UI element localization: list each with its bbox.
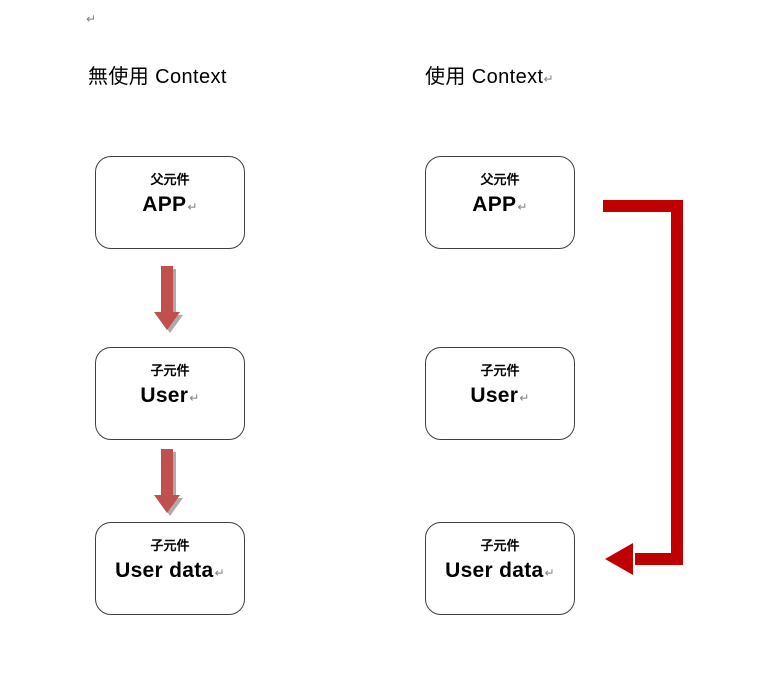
- right-column-title-text: 使用 Context: [425, 66, 544, 88]
- down-arrow-shape: [154, 266, 180, 330]
- node-parent-app-right: 父元件 APP↵: [425, 156, 575, 249]
- paragraph-mark: ↵: [544, 566, 555, 580]
- node-label: 父元件: [150, 172, 190, 187]
- node-text: User↵: [140, 383, 199, 411]
- node-child-userdata-left: 子元件 User data↵: [95, 522, 245, 615]
- paragraph-mark: ↵: [214, 566, 225, 580]
- paragraph-mark-top: ↵: [86, 12, 97, 26]
- node-parent-app-left: 父元件 APP↵: [95, 156, 245, 249]
- node-label: 子元件: [150, 363, 190, 378]
- node-text: User data↵: [115, 558, 225, 586]
- node-text: APP↵: [472, 192, 527, 220]
- bypass-arrow-head: [605, 543, 633, 575]
- node-text: APP↵: [142, 192, 197, 220]
- node-child-user-right: 子元件 User↵: [425, 347, 575, 440]
- bypass-arrow-line: [603, 200, 683, 565]
- node-text: User↵: [470, 383, 529, 411]
- paragraph-mark: ↵: [519, 391, 530, 405]
- node-text-value: APP: [472, 193, 517, 216]
- down-arrow-icon: [154, 449, 183, 516]
- node-label: 子元件: [150, 538, 190, 553]
- paragraph-mark: ↵: [187, 200, 198, 214]
- context-bypass-arrow-icon: [603, 200, 683, 575]
- node-text-value: APP: [142, 193, 187, 216]
- down-arrow-shape: [154, 449, 180, 513]
- node-text-value: User data: [445, 559, 544, 582]
- right-column-title: 使用 Context↵: [425, 60, 554, 89]
- node-label: 父元件: [480, 172, 520, 187]
- paragraph-mark: ↵: [189, 391, 200, 405]
- node-text-value: User: [470, 384, 519, 407]
- node-label: 子元件: [480, 538, 520, 553]
- node-child-user-left: 子元件 User↵: [95, 347, 245, 440]
- node-text-value: User data: [115, 559, 214, 582]
- node-label: 子元件: [480, 363, 520, 378]
- paragraph-mark-right-title: ↵: [543, 72, 554, 86]
- paragraph-mark: ↵: [517, 200, 528, 214]
- node-child-userdata-right: 子元件 User data↵: [425, 522, 575, 615]
- down-arrow-icon: [154, 266, 183, 333]
- left-column-title: 無使用 Context: [88, 66, 227, 88]
- node-text-value: User: [140, 384, 189, 407]
- node-text: User data↵: [445, 558, 555, 586]
